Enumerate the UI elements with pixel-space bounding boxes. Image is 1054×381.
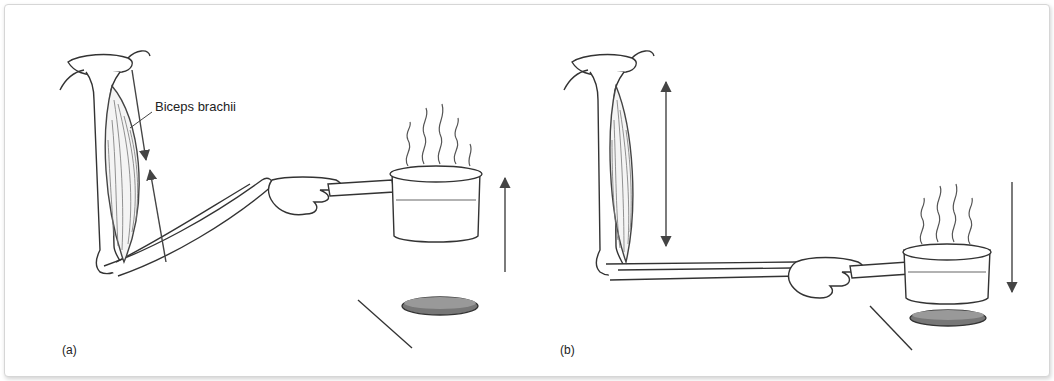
panel-label: (b) xyxy=(560,344,575,357)
panel-label: (a) xyxy=(62,344,77,357)
panel-b xyxy=(564,51,1012,350)
picture-frame xyxy=(4,4,1050,377)
muscle-label: Biceps brachii xyxy=(155,100,236,114)
panel-a xyxy=(60,51,505,348)
